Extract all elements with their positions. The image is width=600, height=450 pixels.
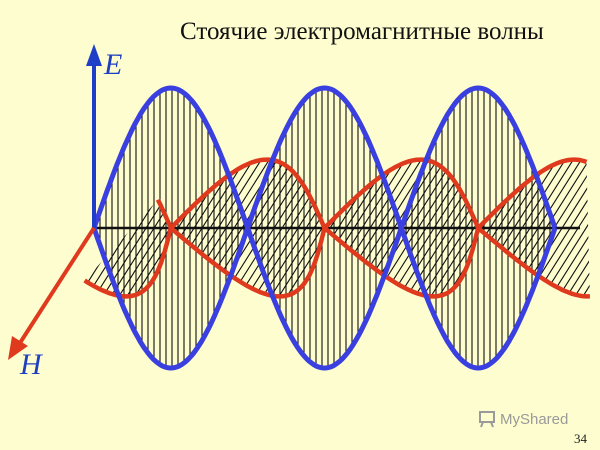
h-hatch-line [84,159,97,297]
h-hatch-line [0,130,40,320]
h-hatch-line [0,130,72,320]
h-hatch-line [0,130,56,320]
page-number: 34 [574,431,587,446]
h-hatch-line [175,159,297,297]
watermark-text: MyShared [500,410,569,428]
e-wave-lower-curve [91,220,558,371]
h-hatch-line [215,159,337,297]
h-hatch-line [559,159,590,297]
h-hatch-line [84,159,145,297]
h-hatch-line [567,159,590,297]
h-wave-upper-curve [155,157,588,232]
h-hatch-line [0,130,16,320]
h-hatch-line [95,159,217,297]
h-hatch-line [335,159,457,297]
h-hatch-line [551,159,590,297]
h-field-hatching [0,130,600,320]
h-hatch-line [84,159,89,297]
h-hatch-line [439,159,561,297]
h-axis-arrow [8,226,96,360]
h-hatch-line [0,130,24,320]
h-hatch-line [0,130,32,320]
h-wave-lower-curve [83,226,591,299]
slide-title: Стоячие электромагнитные волны [180,18,544,45]
presentation-board-icon [479,411,495,428]
e-axis-arrow [86,44,102,228]
h-hatch-line [0,130,8,320]
h-hatch-line [287,159,409,297]
h-axis-label: H [20,348,42,381]
watermark: MyShared [478,410,568,428]
e-wave-upper-curve [91,85,558,236]
h-hatch-line [0,130,80,320]
h-hatch-line [592,130,600,320]
e-axis-label: E [104,48,123,81]
h-hatch-line [455,159,577,297]
h-hatch-line [0,130,48,320]
